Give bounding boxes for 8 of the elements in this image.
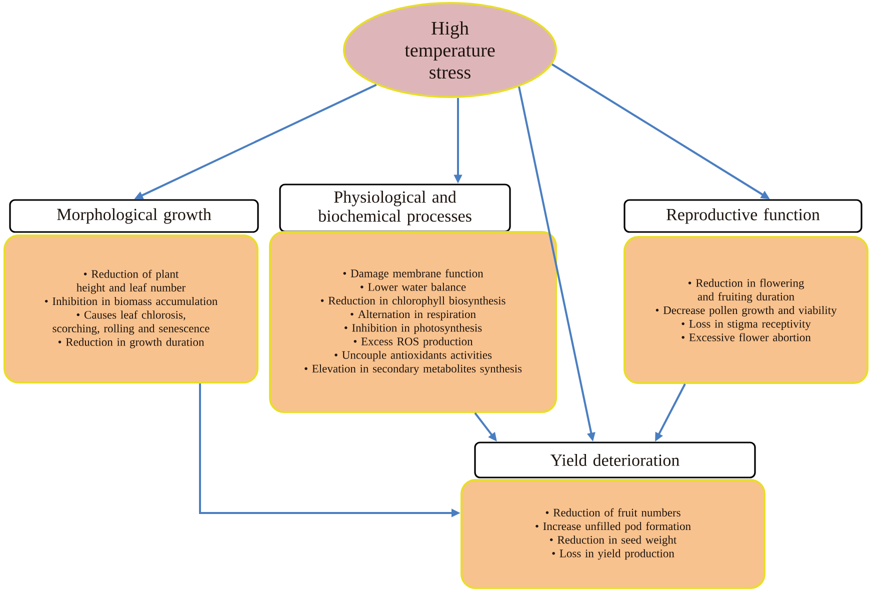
heading-box: Morphological growth xyxy=(9,199,259,233)
bullet-list-box: • Reduction in flowering and fruiting duration • Decrease pollen growth and viability • Loss in stigma receptivity • Excessive flower abortion xyxy=(624,236,868,384)
bullet-list-box: • Reduction of fruit numbers • Increase unfilled pod formation • Reduction in seed weight • Loss in yield production xyxy=(460,479,766,589)
bullet-list-box: • Reduction of plant height and leaf number • Inhibition in biomass accumulation • Causes leaf chlorosis, scorching, rolling and senescence • Reduction in growth duration xyxy=(4,234,258,384)
heading-box: Reproductive function xyxy=(624,199,862,233)
heading-box: Physiological and biochemical processes xyxy=(279,184,511,232)
bullet-list-box: • Damage membrane function • Lower water balance • Reduction in chlorophyll biosynthesis • Alternation in respiration • Inhibition in photosynthesis • Excess ROS production • Uncouple antioxidants activities • Elevation in secondary metabolites synthesis xyxy=(269,231,557,413)
heading-box: Yield deterioration xyxy=(474,442,756,478)
